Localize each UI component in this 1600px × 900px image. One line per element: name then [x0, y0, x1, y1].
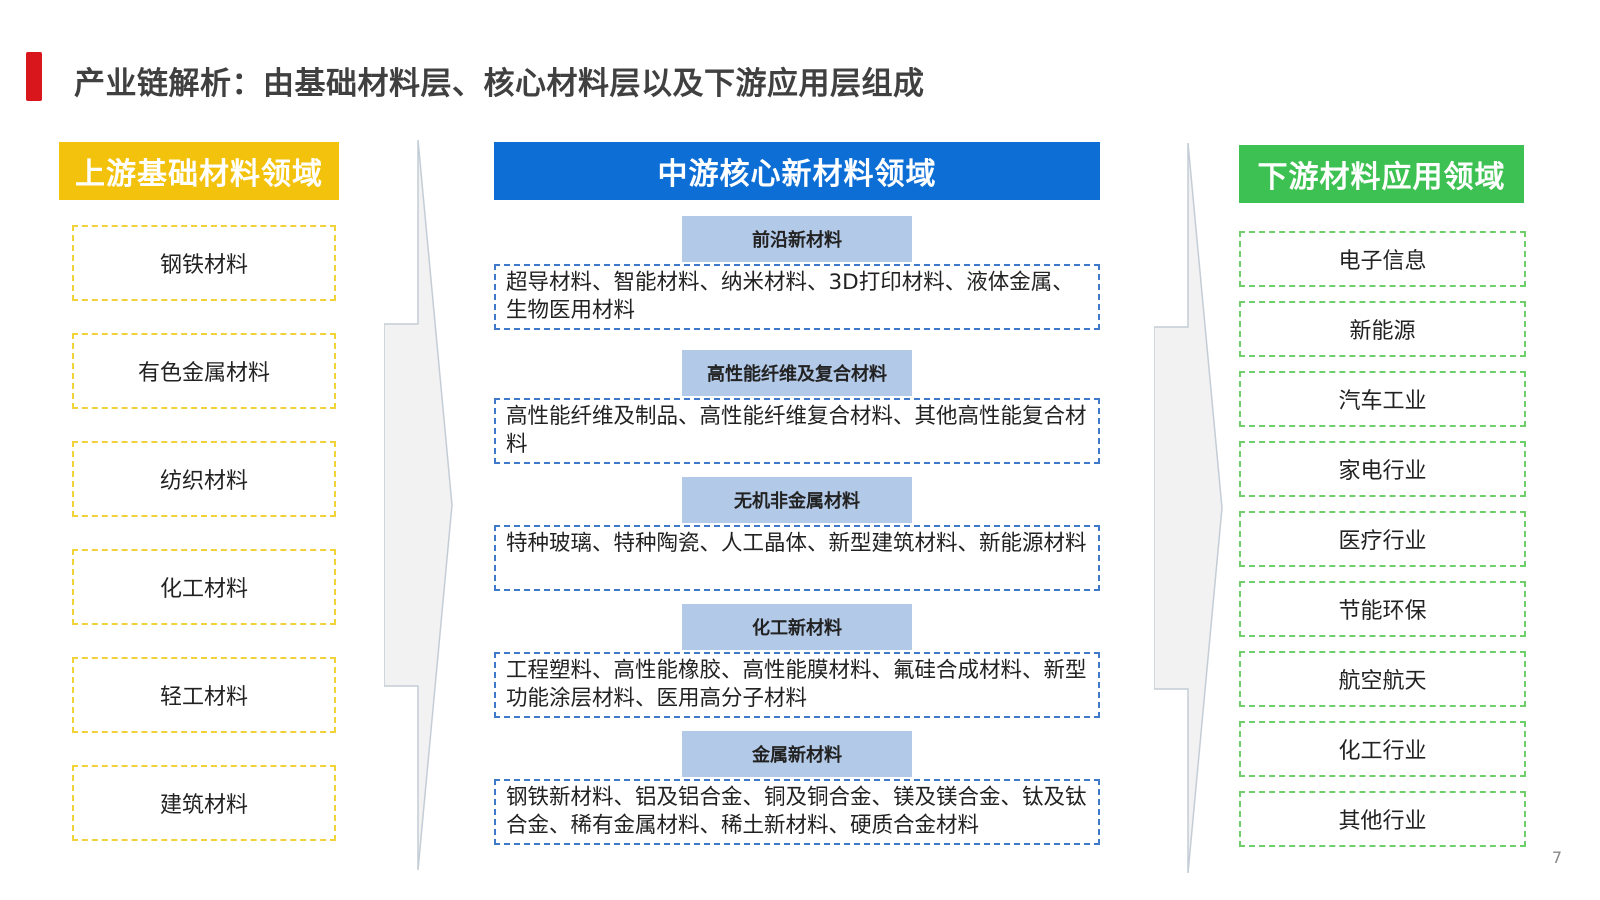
downstream-item: 航空航天	[1239, 651, 1526, 707]
page-title: 产业链解析：由基础材料层、核心材料层以及下游应用层组成	[74, 66, 925, 102]
title-accent-bar	[26, 52, 42, 101]
upstream-item: 建筑材料	[72, 765, 336, 841]
midstream-desc-inorganic: 特种玻璃、特种陶瓷、人工晶体、新型建筑材料、新能源材料	[494, 525, 1100, 591]
flow-arrow-left	[384, 140, 453, 870]
midstream-label-fiber: 高性能纤维及复合材料	[682, 350, 912, 396]
upstream-item: 有色金属材料	[72, 333, 336, 409]
midstream-label-frontier: 前沿新材料	[682, 216, 912, 262]
midstream-label-chemical: 化工新材料	[682, 604, 912, 650]
upstream-item: 纺织材料	[72, 441, 336, 517]
midstream-desc-metal: 钢铁新材料、铝及铝合金、铜及铜合金、镁及镁合金、钛及钛合金、稀有金属材料、稀土新…	[494, 779, 1100, 845]
midstream-desc-frontier: 超导材料、智能材料、纳米材料、3D打印材料、液体金属、生物医用材料	[494, 264, 1100, 330]
midstream-desc-chemical: 工程塑料、高性能橡胶、高性能膜材料、氟硅合成材料、新型功能涂层材料、医用高分子材…	[494, 652, 1100, 718]
downstream-item: 电子信息	[1239, 231, 1526, 287]
midstream-header: 中游核心新材料领域	[494, 142, 1100, 200]
upstream-header: 上游基础材料领域	[59, 142, 339, 200]
downstream-item: 其他行业	[1239, 791, 1526, 847]
downstream-item: 医疗行业	[1239, 511, 1526, 567]
downstream-item: 家电行业	[1239, 441, 1526, 497]
downstream-item: 节能环保	[1239, 581, 1526, 637]
page-number: 7	[1551, 848, 1562, 867]
upstream-item: 轻工材料	[72, 657, 336, 733]
upstream-item: 钢铁材料	[72, 225, 336, 301]
downstream-item: 新能源	[1239, 301, 1526, 357]
downstream-item: 化工行业	[1239, 721, 1526, 777]
midstream-desc-fiber: 高性能纤维及制品、高性能纤维复合材料、其他高性能复合材料	[494, 398, 1100, 464]
flow-arrow-right	[1154, 143, 1223, 873]
midstream-label-inorganic: 无机非金属材料	[682, 477, 912, 523]
downstream-header: 下游材料应用领域	[1239, 145, 1524, 203]
downstream-item: 汽车工业	[1239, 371, 1526, 427]
midstream-label-metal: 金属新材料	[682, 731, 912, 777]
upstream-item: 化工材料	[72, 549, 336, 625]
